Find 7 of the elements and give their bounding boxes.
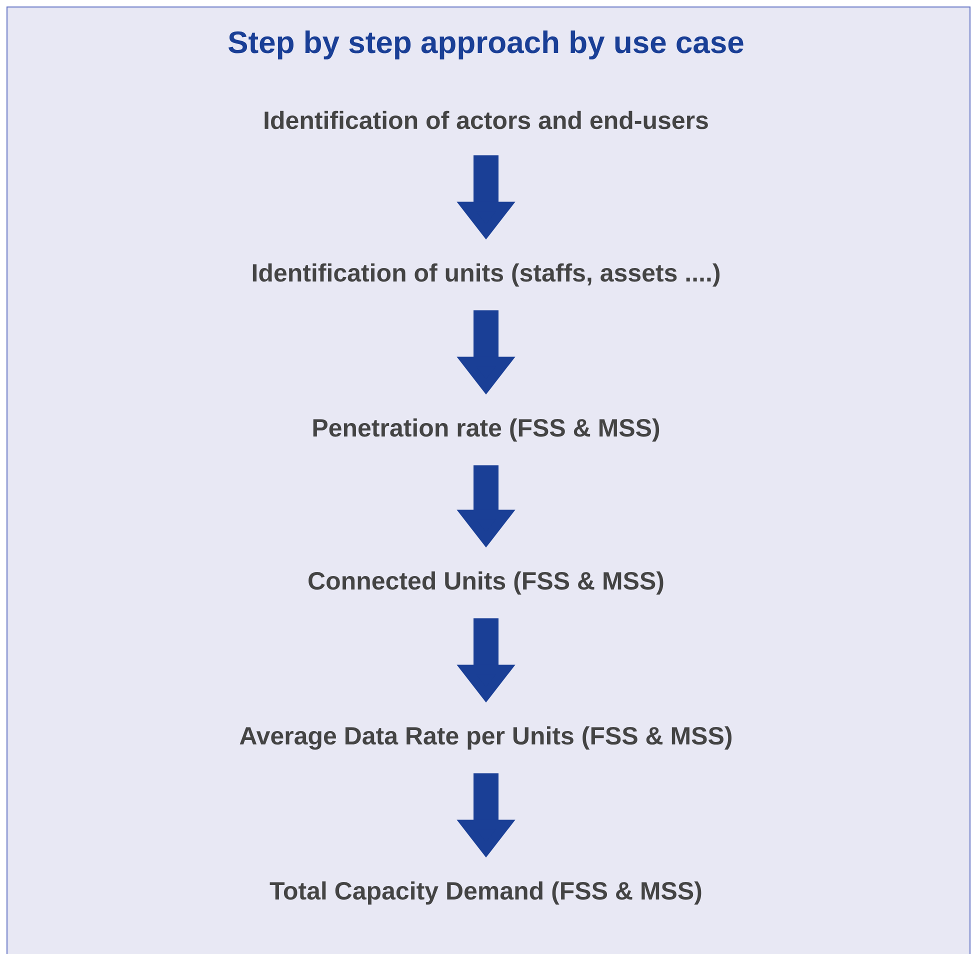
step-text: Identification of actors and end-users xyxy=(264,110,708,130)
title: Step by step approach by use case xyxy=(228,30,744,60)
step-text: Total Capacity Demand (FSS & MSS) xyxy=(270,881,702,905)
step-text: Penetration rate (FSS & MSS) xyxy=(313,418,660,442)
step-text: Identification of units (staffs, assets ....) xyxy=(252,263,720,287)
step-text: Connected Units (FSS & MSS) xyxy=(308,571,664,595)
step-text: Average Data Rate per Units (FSS & MSS) xyxy=(240,726,732,750)
